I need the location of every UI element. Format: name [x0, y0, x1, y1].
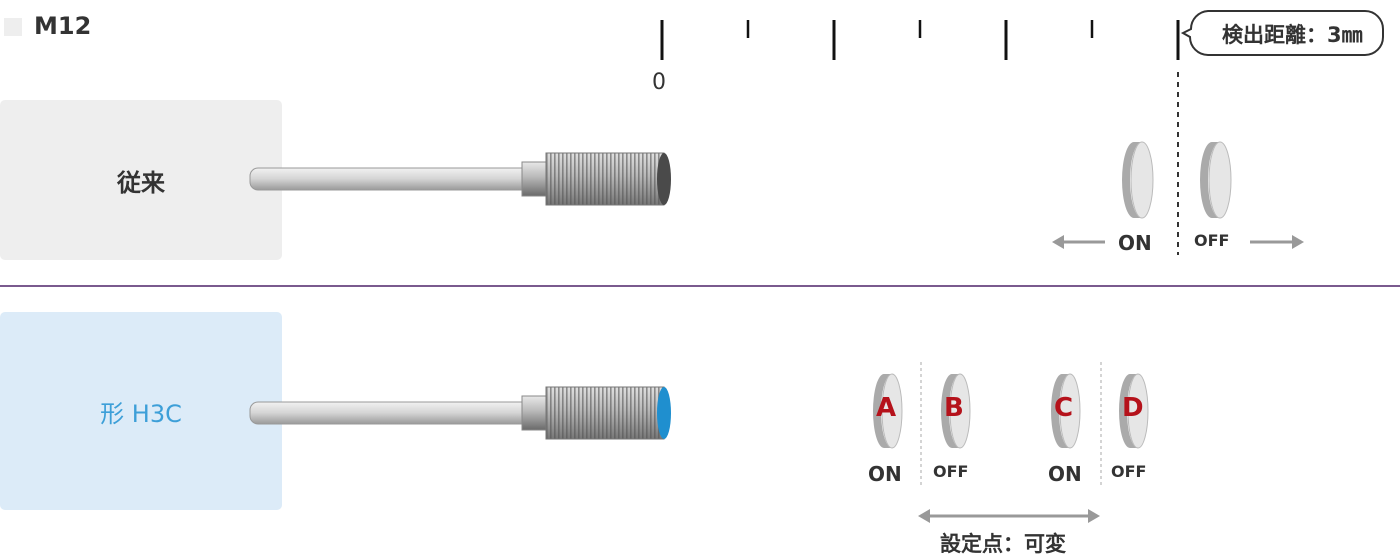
target-state-d: OFF: [1111, 462, 1147, 481]
arrow-right-icon: [1250, 235, 1304, 249]
target-state-a: ON: [868, 462, 902, 486]
double-arrow-icon: [918, 509, 1100, 523]
arrow-left-icon: [1052, 235, 1105, 249]
callout-bubble: [1180, 10, 1384, 56]
target-state-b: OFF: [933, 462, 969, 481]
new-model-panel: 形 H3C: [0, 312, 282, 510]
ruler-zero-label: 0: [652, 70, 666, 95]
separator-line: [1100, 362, 1102, 488]
target-state-c: ON: [1048, 462, 1082, 486]
target-letter-b: B: [944, 393, 964, 423]
separator-line: [920, 362, 922, 488]
conventional-off-label: OFF: [1194, 231, 1230, 250]
section-divider: [0, 285, 1400, 287]
target-disc-on: [1122, 141, 1154, 219]
setpoint-label: 設定点：可変: [940, 532, 1066, 556]
callout-text: 検出距離：3㎜: [1222, 23, 1363, 47]
target-letter-c: C: [1054, 393, 1074, 423]
conventional-label: 従来: [117, 168, 165, 197]
target-disc-c: [1051, 373, 1081, 449]
target-letter-d: D: [1122, 393, 1144, 423]
target-disc-b: [941, 373, 971, 449]
distance-ruler: [660, 20, 1180, 60]
new-model-label: 形 H3C: [100, 399, 182, 428]
conventional-sensor: [249, 152, 671, 206]
conventional-panel: 従来: [0, 100, 282, 260]
target-letter-a: A: [876, 393, 897, 423]
model-square-icon: [4, 18, 22, 36]
conventional-on-label: ON: [1118, 231, 1152, 255]
detection-distance-line: [1177, 72, 1179, 255]
new-model-sensor: [249, 386, 671, 440]
model-label: M12: [34, 12, 92, 40]
target-disc-d: [1119, 373, 1149, 449]
target-disc-off: [1200, 141, 1232, 219]
target-disc-a: [873, 373, 903, 449]
